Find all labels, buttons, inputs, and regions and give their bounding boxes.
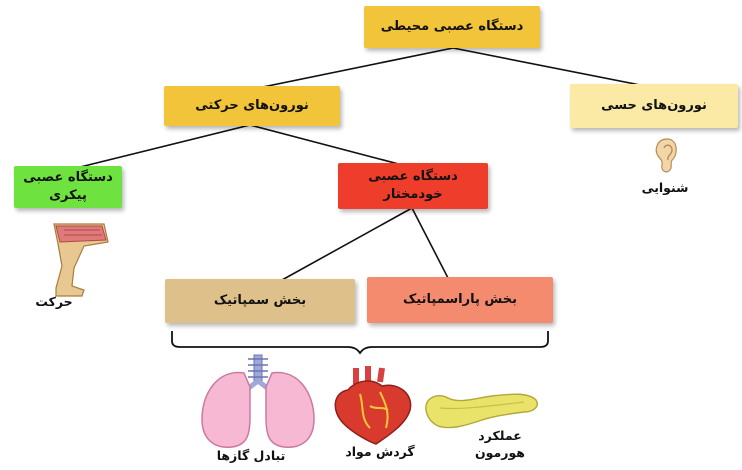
caption-hormone-function: عملکرد هورمون	[475, 428, 525, 460]
node-motor-neurons: نورون‌های حرکتی	[164, 86, 340, 126]
node-sensory-neurons: نورون‌های حسی	[570, 84, 738, 128]
edge-autonomic-sympathetic	[281, 207, 413, 281]
caption-movement: حرکت	[35, 294, 73, 309]
ear-icon	[655, 138, 677, 173]
node-peripheral-nervous-system: دستگاه عصبی محیطی	[364, 6, 540, 48]
edge-root-motor	[247, 47, 454, 91]
lungs-icon	[201, 354, 315, 448]
pancreas-icon	[425, 393, 538, 429]
node-autonomic-nervous-system: دستگاه عصبی خودمختار	[338, 163, 488, 209]
caption-circulation: گردش مواد	[345, 444, 415, 459]
heart-icon	[334, 366, 412, 445]
grouping-bracket	[171, 331, 549, 355]
edge-root-sensory	[452, 47, 656, 89]
node-parasympathetic: بخش پاراسمپاتیک	[367, 277, 553, 323]
edge-autonomic-parasympathetic	[411, 207, 449, 279]
caption-hearing: شنوایی	[641, 180, 689, 195]
node-sympathetic: بخش سمپاتیک	[165, 279, 355, 323]
edge-motor-somatic	[59, 124, 251, 173]
leg-icon	[53, 223, 109, 297]
caption-gas-exchange: تبادل گازها	[216, 448, 286, 463]
edge-motor-autonomic	[249, 124, 411, 168]
node-somatic-nervous-system: دستگاه عصبی پیکری	[14, 166, 122, 208]
